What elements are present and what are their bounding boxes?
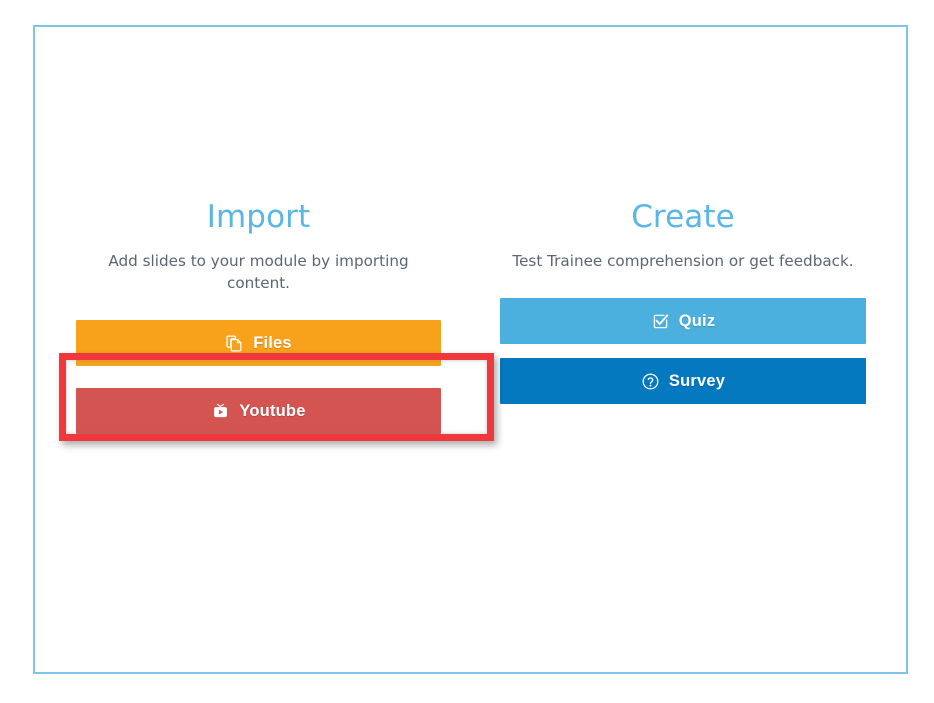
question-circle-icon [641,372,660,391]
youtube-icon [211,402,230,421]
youtube-button[interactable]: Youtube [76,388,441,435]
files-copy-icon [225,334,244,353]
files-button-label: Files [253,333,292,352]
create-description: Test Trainee comprehension or get feedba… [512,252,854,271]
create-column: Create Test Trainee comprehension or get… [470,27,906,405]
create-heading: Create [631,199,735,235]
import-column: Import Add slides to your module by impo… [35,27,494,441]
survey-button-label: Survey [668,371,726,390]
import-heading: Import [206,199,311,235]
quiz-button[interactable]: Quiz [500,298,866,345]
quiz-button-label: Quiz [678,311,716,330]
create-button-stack: Quiz Survey [500,298,866,405]
content-selection-card: Import Add slides to your module by impo… [33,25,908,674]
youtube-button-label: Youtube [239,401,306,420]
import-description: Add slides to your module by importing c… [108,252,409,293]
files-button[interactable]: Files [76,320,441,367]
survey-button[interactable]: Survey [500,358,866,405]
choice-columns: Import Add slides to your module by impo… [35,27,906,672]
import-button-stack: Files Youtube [76,320,441,435]
checked-box-icon [651,312,670,331]
